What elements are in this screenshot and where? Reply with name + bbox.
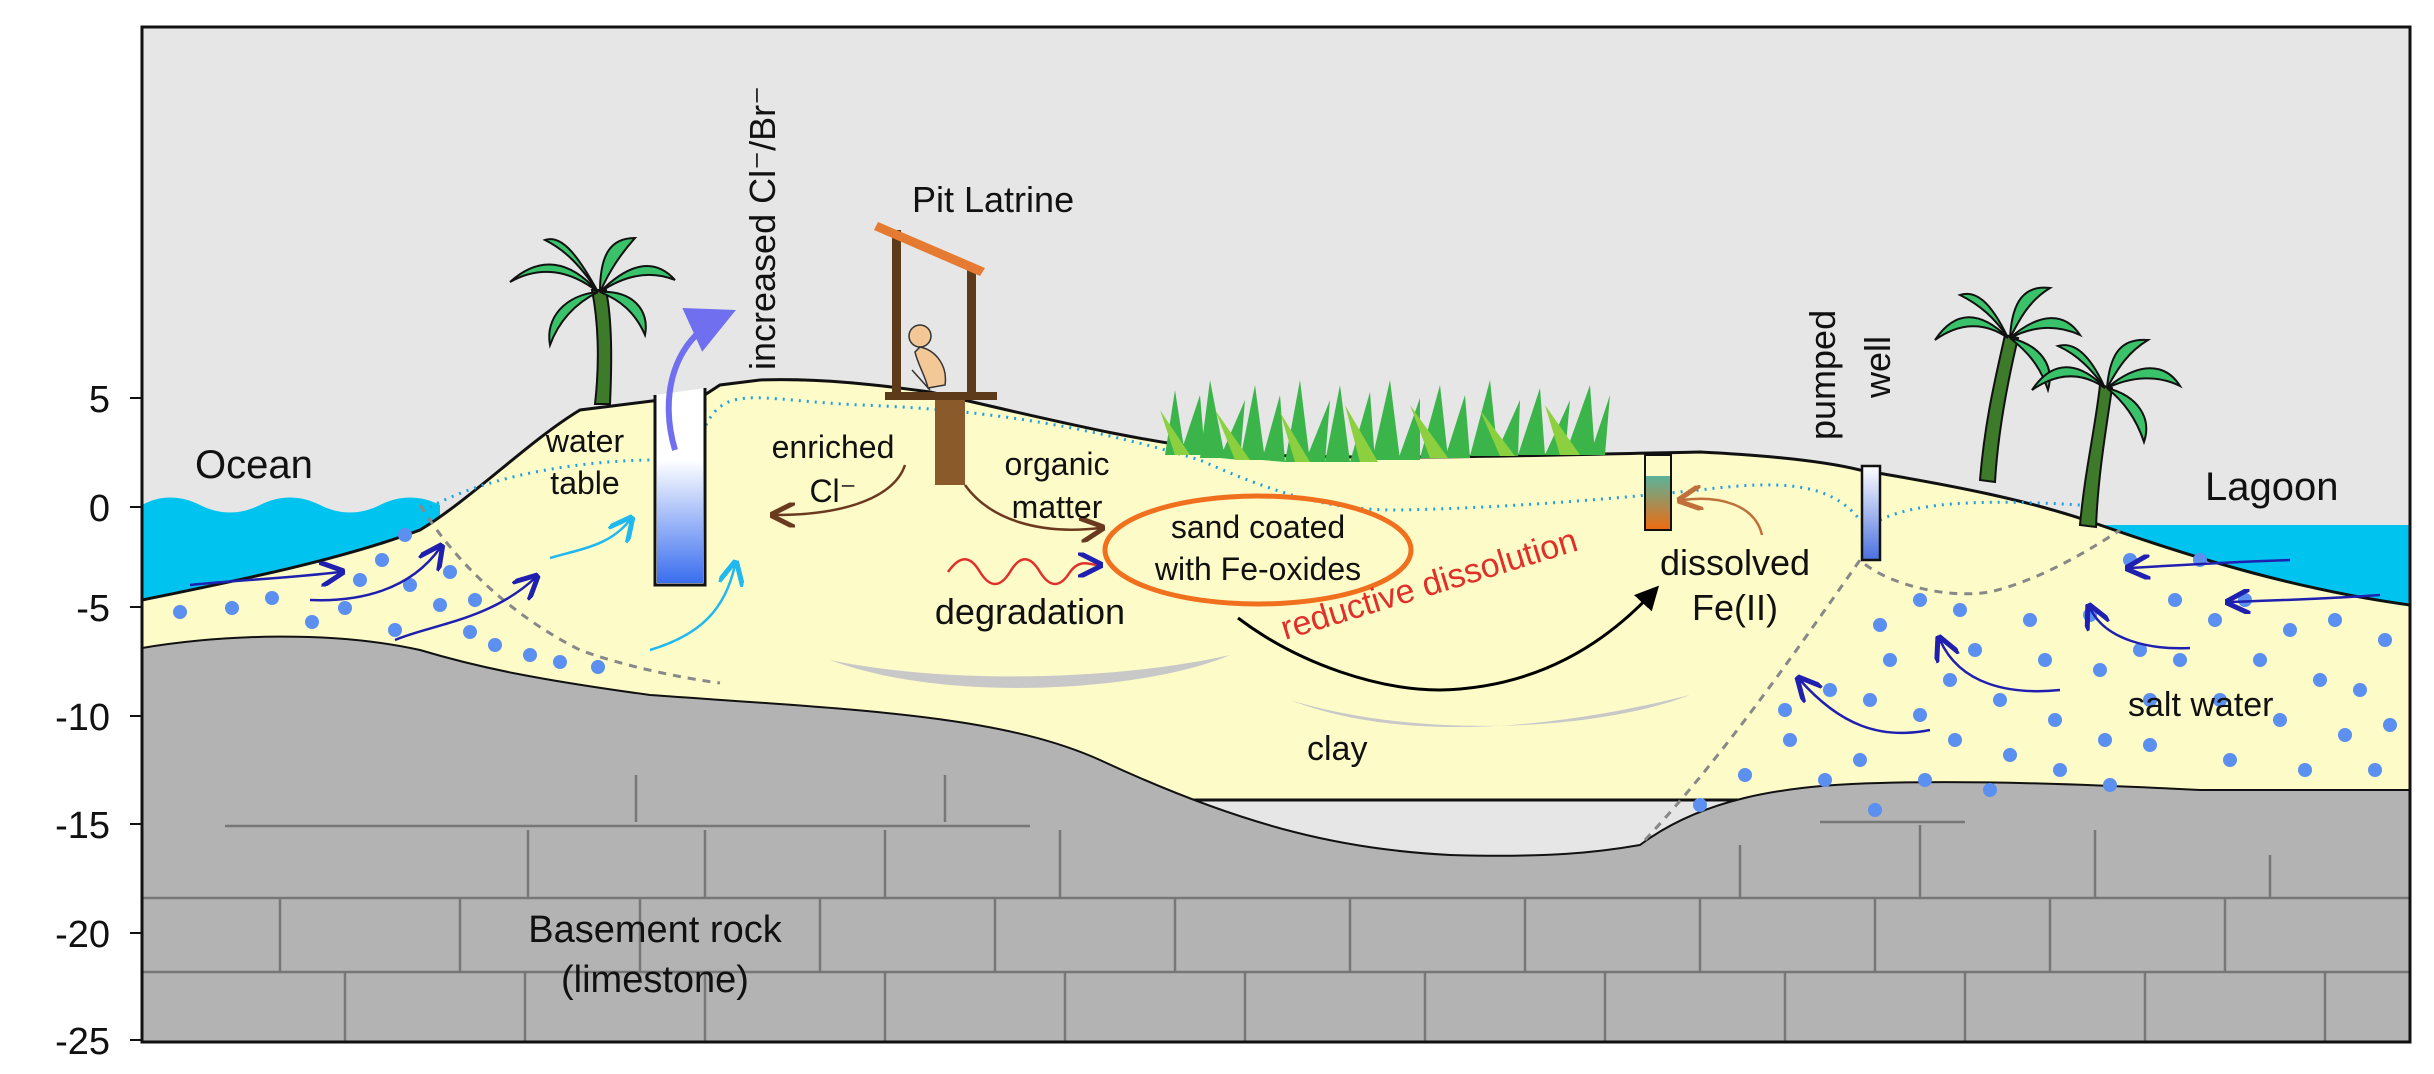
sand-label-1: sand coated bbox=[1171, 509, 1345, 545]
clay-label: clay bbox=[1307, 730, 1367, 768]
flow-arrows-right bbox=[1800, 560, 2381, 735]
fresh-arrows-left bbox=[549, 520, 735, 652]
enriched-arrow bbox=[775, 464, 907, 515]
salt-water-label: salt water bbox=[2128, 686, 2274, 724]
y-tick-neg5: -5 bbox=[76, 588, 110, 630]
tube-arrow bbox=[1682, 499, 1764, 536]
degradation-squiggle bbox=[946, 559, 1098, 586]
pit-latrine-label: Pit Latrine bbox=[912, 179, 1074, 220]
basement-label-1: Basement rock bbox=[528, 909, 782, 951]
reductive-arrow bbox=[1237, 585, 1660, 692]
y-tick-neg15: -15 bbox=[55, 805, 110, 847]
degradation-label: degradation bbox=[935, 591, 1125, 632]
sand-label-2: with Fe-oxides bbox=[1154, 551, 1361, 587]
water-table-label-2: table bbox=[550, 465, 619, 501]
ocean-label: Ocean bbox=[195, 443, 313, 487]
y-tick-neg20: -20 bbox=[55, 914, 110, 956]
basement-rock bbox=[142, 635, 2410, 1042]
y-tick-5: 5 bbox=[89, 379, 110, 421]
y-axis: 5 0 -5 -10 -15 -20 -25 bbox=[55, 379, 144, 1063]
pit-latrine bbox=[874, 222, 997, 485]
enriched-label-2: Cl⁻ bbox=[809, 473, 856, 509]
brick-lines bbox=[142, 775, 2410, 1042]
clay-lens-1 bbox=[830, 655, 1230, 688]
y-tick-0: 0 bbox=[89, 488, 110, 530]
pumped-well bbox=[1860, 464, 1882, 562]
latrine-post-left bbox=[892, 230, 901, 398]
grass-icon bbox=[1160, 380, 1610, 462]
ocean-water bbox=[142, 497, 440, 600]
interface-line-left bbox=[418, 504, 721, 685]
lagoon-water bbox=[2100, 525, 2410, 605]
person-icon bbox=[908, 324, 947, 391]
left-well-outline bbox=[653, 388, 707, 587]
y-tick-neg25: -25 bbox=[55, 1021, 110, 1063]
organic-label-2: matter bbox=[1012, 489, 1103, 525]
organic-arrow bbox=[963, 484, 1100, 530]
organic-label-1: organic bbox=[1005, 446, 1110, 482]
left-well-water bbox=[657, 460, 703, 583]
latrine-post-right bbox=[967, 265, 976, 400]
y-tick-neg10: -10 bbox=[55, 697, 110, 739]
water-table-label-1: water bbox=[545, 423, 625, 459]
pumped-label-1: pumped bbox=[1802, 310, 1843, 440]
dissolved-label-2: Fe(II) bbox=[1692, 587, 1778, 628]
fe-oxide-ellipse bbox=[1102, 493, 1414, 607]
palm-trees-right-icon bbox=[1934, 286, 2183, 529]
pumped-label-2: well bbox=[1857, 336, 1898, 399]
latrine-roof bbox=[874, 222, 985, 276]
salt-water-dots-left bbox=[173, 528, 605, 674]
basement-label-2: (limestone) bbox=[561, 959, 749, 1001]
latrine-floor bbox=[885, 392, 997, 400]
flow-arrows-left bbox=[189, 548, 535, 642]
increased-arrow bbox=[665, 308, 736, 451]
lagoon-label: Lagoon bbox=[2205, 465, 2338, 509]
latrine-pit bbox=[935, 400, 965, 485]
water-table-line bbox=[429, 396, 2081, 522]
dissolved-label-1: dissolved bbox=[1660, 542, 1810, 583]
increased-label: increased Cl⁻/Br⁻ bbox=[742, 86, 783, 370]
enriched-label-1: enriched bbox=[772, 429, 895, 465]
interface-line-right bbox=[1643, 528, 2121, 842]
palm-tree-icon bbox=[509, 236, 676, 405]
